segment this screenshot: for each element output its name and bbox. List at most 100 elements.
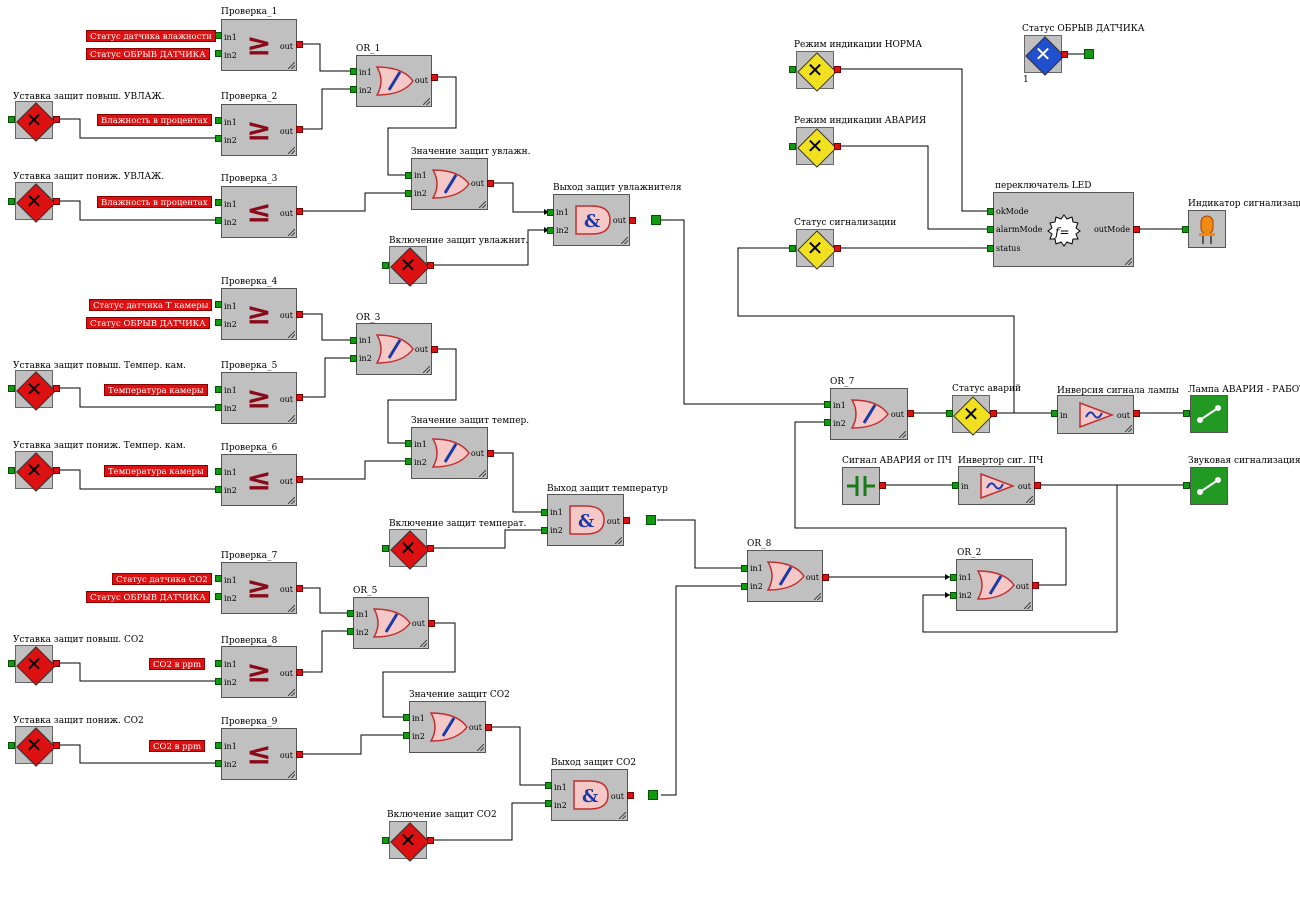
input-pin[interactable] [215,50,222,57]
input-pin[interactable] [350,86,357,93]
output-pin[interactable] [834,245,841,252]
compare-block-proverka-8[interactable]: in1 in2 out ≥ [221,646,297,698]
signal-tag[interactable]: Температура камеры [104,465,208,477]
input-pin[interactable] [405,190,412,197]
input-pin[interactable] [1051,410,1058,417]
output-pin[interactable] [834,66,841,73]
input-pin[interactable] [741,565,748,572]
input-pin[interactable] [215,678,222,685]
output-terminal[interactable] [646,515,656,525]
output-pin[interactable] [296,394,303,401]
and-block-vyhod-co2[interactable]: in1 in2 out & [551,769,628,821]
signal-tag[interactable]: Статус ОБРЫВ ДАТЧИКА [86,591,210,603]
input-pin[interactable] [1183,482,1190,489]
input-pin[interactable] [8,116,15,123]
output-pin[interactable] [627,792,634,799]
output-pin[interactable] [53,385,60,392]
output-terminal[interactable] [648,790,658,800]
output-pin[interactable] [879,482,886,489]
compare-block-proverka-6[interactable]: in1 in2 out ≤ [221,454,297,506]
input-pin[interactable] [824,401,831,408]
output-pin[interactable] [431,74,438,81]
output-pin[interactable] [53,116,60,123]
sound-relay[interactable] [1190,467,1228,505]
input-pin[interactable] [215,217,222,224]
setpoint-constant-block[interactable]: ✕ [15,370,56,411]
mode-avariya-constant[interactable]: ✕ [796,127,837,168]
signal-tag[interactable]: Статус датчика влажности [86,30,216,42]
output-pin[interactable] [822,574,829,581]
signal-tag[interactable]: Статус датчика Т камеры [89,299,213,311]
or-block-or-1[interactable]: in1 in2 out [356,55,432,107]
input-pin[interactable] [1182,226,1189,233]
input-pin[interactable] [350,355,357,362]
compare-block-proverka-7[interactable]: in1 in2 out ≥ [221,562,297,614]
output-terminal[interactable] [651,215,661,225]
output-pin[interactable] [296,126,303,133]
output-pin[interactable] [53,467,60,474]
input-pin[interactable] [789,245,796,252]
input-pin[interactable] [987,226,994,233]
status-obryv-constant[interactable]: ✕ [1024,35,1065,76]
input-pin[interactable] [215,486,222,493]
input-pin[interactable] [8,385,15,392]
input-pin[interactable] [8,742,15,749]
input-pin[interactable] [215,386,222,393]
mode-norma-constant[interactable]: ✕ [796,51,837,92]
compare-block-proverka-1[interactable]: in1 in2 out ≥ [221,19,297,71]
input-pin[interactable] [405,440,412,447]
enable-constant-block[interactable]: ✕ [389,529,430,570]
setpoint-constant-block[interactable]: ✕ [15,645,56,686]
setpoint-constant-block[interactable]: ✕ [15,726,56,767]
output-pin[interactable] [296,311,303,318]
input-pin[interactable] [215,319,222,326]
input-pin[interactable] [215,660,222,667]
input-pin[interactable] [215,575,222,582]
output-pin[interactable] [296,476,303,483]
status-avariy-constant[interactable]: ✕ [952,395,993,436]
output-pin[interactable] [907,410,914,417]
output-pin[interactable] [431,346,438,353]
output-pin[interactable] [53,660,60,667]
or-block-or-8[interactable]: in1 in2 out [747,550,823,602]
input-pin[interactable] [215,593,222,600]
signal-input-block[interactable] [842,467,880,505]
input-pin[interactable] [946,410,953,417]
input-pin[interactable] [347,610,354,617]
input-pin[interactable] [987,208,994,215]
input-pin[interactable] [950,592,957,599]
input-pin[interactable] [741,583,748,590]
input-pin[interactable] [215,117,222,124]
input-pin[interactable] [547,227,554,234]
and-block-vyhod-uvl[interactable]: in1 in2 out & [553,194,630,246]
or-block-or-3[interactable]: in1 in2 out [356,323,432,375]
input-pin[interactable] [952,482,959,489]
output-pin[interactable] [1034,482,1041,489]
input-pin[interactable] [8,467,15,474]
or-block-or-5[interactable]: in1 in2 out [353,597,429,649]
output-pin[interactable] [1061,51,1068,58]
or-block-znach-temp[interactable]: in1 in2 out [411,427,488,479]
compare-block-proverka-3[interactable]: in1 in2 out ≤ [221,186,297,238]
input-pin[interactable] [215,199,222,206]
setpoint-constant-block[interactable]: ✕ [15,182,56,223]
output-pin[interactable] [1032,582,1039,589]
or-block-or-2[interactable]: in1 in2 out [956,559,1033,611]
input-pin[interactable] [1183,410,1190,417]
input-pin[interactable] [789,143,796,150]
input-pin[interactable] [950,574,957,581]
input-pin[interactable] [405,458,412,465]
output-pin[interactable] [296,41,303,48]
input-pin[interactable] [545,782,552,789]
input-pin[interactable] [347,628,354,635]
output-pin[interactable] [990,410,997,417]
output-pin[interactable] [485,724,492,731]
output-terminal[interactable] [1084,49,1094,59]
signal-tag[interactable]: CO2 в ppm [149,740,206,752]
input-pin[interactable] [547,209,554,216]
lamp-relay[interactable] [1190,395,1228,433]
or-block-znach-co2[interactable]: in1 in2 out [409,701,486,753]
inverter-block-invertor[interactable]: in out [958,466,1035,505]
output-pin[interactable] [427,837,434,844]
compare-block-proverka-2[interactable]: in1 in2 out ≥ [221,104,297,156]
